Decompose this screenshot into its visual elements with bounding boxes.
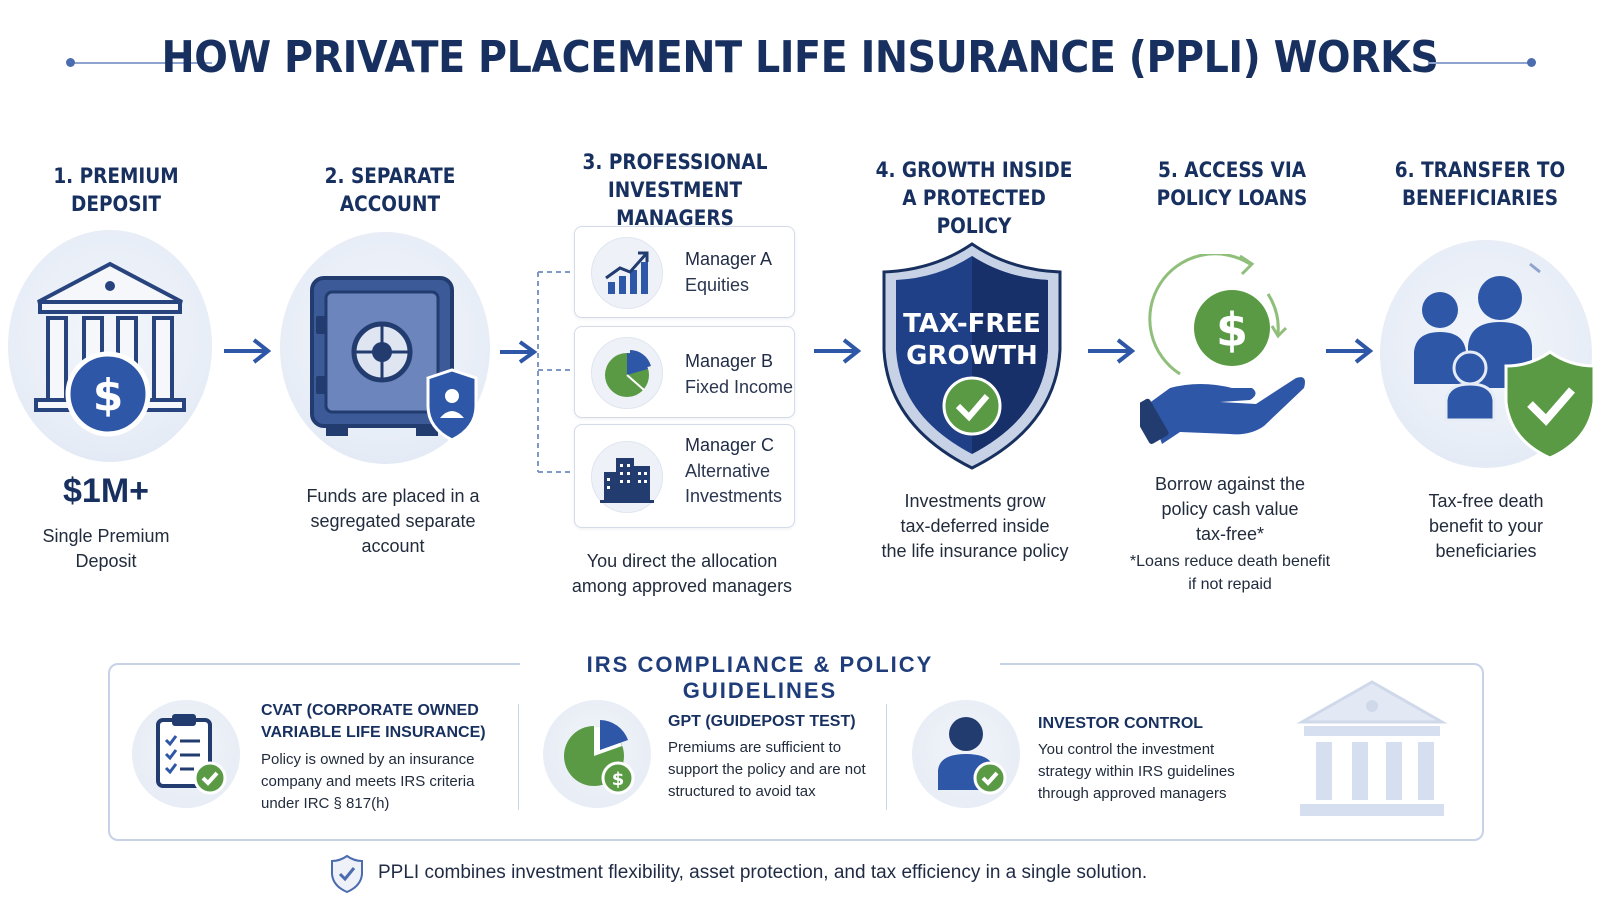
svg-text:$: $: [1216, 303, 1248, 357]
compliance-divider-2: [886, 704, 887, 810]
title-dot-left: [66, 58, 75, 67]
manager-a-icon-circle: [591, 237, 663, 309]
svg-text:$: $: [612, 769, 625, 790]
manager-b-type: Fixed Income: [685, 377, 794, 397]
manager-c-icon-circle: [591, 441, 663, 513]
svg-text:$: $: [93, 370, 124, 421]
loan-hand-icon: $: [1140, 254, 1305, 444]
bank-icon: $: [34, 261, 186, 437]
user-check-icon: [938, 717, 1007, 795]
manager-b-name: Manager B: [685, 351, 774, 371]
manager-a-name: Manager A: [685, 249, 773, 269]
buildings-icon: [600, 458, 654, 503]
manager-c-name: Manager C: [685, 435, 775, 455]
bar-chart-icon: [605, 251, 649, 294]
compliance-heading-3: INVESTOR CONTROL: [1038, 715, 1204, 732]
compliance-title: IRS COMPLIANCE & POLICY GUIDELINES: [520, 652, 1000, 704]
arrow-right-icon: [814, 338, 862, 364]
title-line-right: [1428, 62, 1532, 64]
arrow-right-icon: [224, 338, 272, 364]
clipboard-check-icon: [156, 714, 227, 795]
title-line-left: [70, 62, 212, 64]
footer-summary: PPLI combines investment flexibility, as…: [378, 862, 1148, 883]
arrow-right-icon: [1326, 338, 1374, 364]
bank-watermark-icon: [1296, 680, 1448, 816]
shield-icon: TAX-FREE GROWTH: [882, 242, 1062, 470]
shield-text-line-2: GROWTH: [906, 341, 1038, 371]
page-title: HOW PRIVATE PLACEMENT LIFE INSURANCE (PP…: [161, 32, 1439, 83]
title-dot-right: [1527, 58, 1536, 67]
manager-a-type: Equities: [685, 275, 750, 295]
compliance-divider-1: [518, 704, 519, 810]
pie-chart-icon: [605, 350, 651, 397]
shield-check-icon: [331, 854, 363, 894]
manager-b-icon-circle: [591, 337, 663, 409]
step-2-heading: 2. SEPARATE ACCOUNT: [324, 164, 456, 216]
premium-amount: $1M+: [63, 472, 149, 510]
family-shield-icon: [1414, 262, 1596, 460]
shield-text-line-1: TAX-FREE: [903, 309, 1041, 339]
arrow-right-icon: [1088, 338, 1136, 364]
title-bar: HOW PRIVATE PLACEMENT LIFE INSURANCE (PP…: [0, 32, 1600, 96]
compliance-heading-2: GPT (GUIDEPOST TEST): [668, 713, 856, 730]
branch-connector-icon: [500, 271, 572, 473]
manager-card-a: Manager A Equities: [574, 226, 795, 318]
safe-icon: [310, 276, 478, 442]
step-1-heading: 1. PREMIUM DEPOSIT: [53, 164, 179, 216]
manager-card-b: Manager B Fixed Income: [574, 326, 795, 418]
pie-dollar-icon: $: [564, 720, 635, 795]
